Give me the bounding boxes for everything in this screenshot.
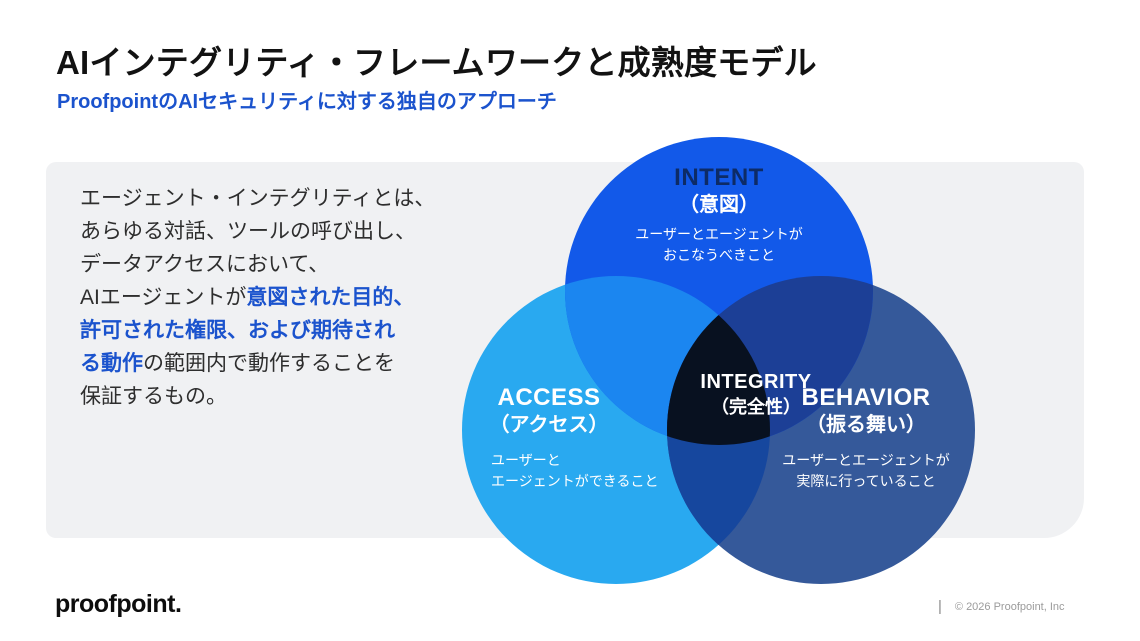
page-title: AIインテグリティ・フレームワークと成熟度モデル xyxy=(56,44,817,81)
para-line6-plain: の範囲内で動作することを xyxy=(143,352,395,375)
integrity-title: INTEGRITY xyxy=(700,371,812,393)
access-title: ACCESS xyxy=(497,384,601,411)
para-line5-highlight: 許可された権限、および期待され xyxy=(80,319,395,342)
behavior-desc-line2: 実際に行っていること xyxy=(796,473,936,489)
venn-circles-svg xyxy=(462,137,975,584)
integrity-label-group: INTEGRITY （完全性） xyxy=(686,370,826,420)
access-jp-title: （アクセス） xyxy=(489,414,609,436)
behavior-title: BEHAVIOR xyxy=(801,384,931,411)
intent-jp-title: （意図） xyxy=(679,194,759,216)
para-line2: あらゆる対話、ツールの呼び出し、 xyxy=(80,220,416,243)
access-desc-line2: エージェントができること xyxy=(491,473,659,489)
para-line1: エージェント・インテグリティとは、 xyxy=(80,187,436,210)
access-label-group: ACCESS （アクセス） xyxy=(449,384,649,438)
behavior-label-group: BEHAVIOR （振る舞い） xyxy=(756,384,976,438)
proofpoint-logo: proofpoint. xyxy=(55,590,182,619)
para-line3: データアクセスにおいて、 xyxy=(80,253,330,276)
intent-label-group: INTENT （意図） ユーザーとエージェントが おこなうべきこと xyxy=(609,164,829,266)
copyright-text: © 2026 Proofpoint, Inc xyxy=(954,600,1065,613)
behavior-jp-title: （振る舞い） xyxy=(806,414,926,436)
para-line4-highlight: 意図された目的、 xyxy=(246,286,415,309)
integrity-jp-title: （完全性） xyxy=(711,397,801,417)
venn-diagram: INTENT （意図） ユーザーとエージェントが おこなうべきこと ACCESS… xyxy=(440,130,1100,600)
agent-integrity-description: エージェント・インテグリティとは、 あらゆる対話、ツールの呼び出し、 データアク… xyxy=(80,182,455,413)
intent-desc-line2: おこなうべきこと xyxy=(663,247,775,263)
intent-title: INTENT xyxy=(674,164,764,191)
intent-description: ユーザーとエージェントが おこなうべきこと xyxy=(609,224,829,266)
proofpoint-logo-text: proofpoint xyxy=(55,590,175,618)
behavior-description: ユーザーとエージェントが 実際に行っていること xyxy=(751,450,981,492)
para-line4-plain: AIエージェントが xyxy=(80,286,247,309)
access-description: ユーザーと エージェントができること xyxy=(491,450,671,492)
footer-divider: | xyxy=(938,598,942,615)
behavior-desc-line1: ユーザーとエージェントが xyxy=(782,452,950,468)
page-subtitle: ProofpointのAIセキュリティに対する独自のアプローチ xyxy=(57,91,557,113)
intent-desc-line1: ユーザーとエージェントが xyxy=(635,226,803,242)
proofpoint-logo-dot: . xyxy=(174,590,182,618)
access-desc-line1: ユーザーと xyxy=(491,452,561,468)
footer-copyright: | © 2026 Proofpoint, Inc xyxy=(938,598,1065,615)
para-line7: 保証するもの。 xyxy=(80,385,227,408)
para-line6-highlight: る動作 xyxy=(80,352,143,375)
